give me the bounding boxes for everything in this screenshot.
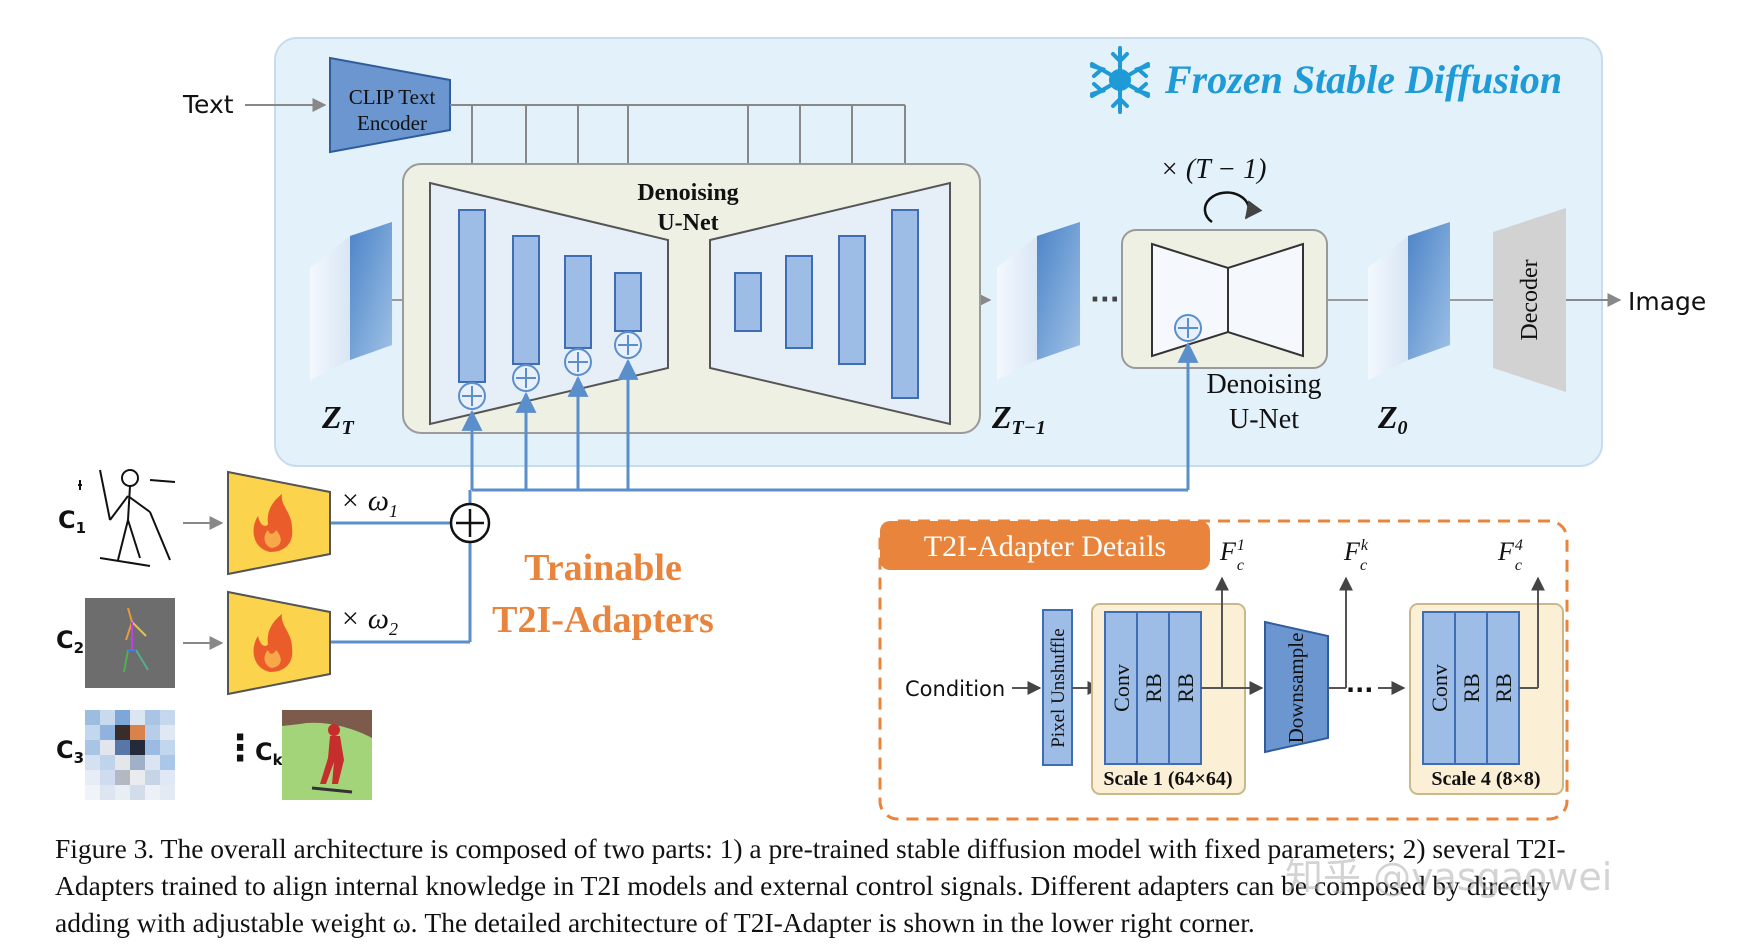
unet-repeat-adder: [1174, 314, 1202, 342]
loop-arrow-icon: [1203, 191, 1263, 224]
frozen-sd-title: Frozen Stable Diffusion: [1164, 57, 1562, 102]
conditions-vertical-dots: ⋮: [222, 728, 258, 769]
watermark-text: 知乎 @vasgaowei: [1285, 855, 1613, 899]
figure-caption: Figure 3. The overall architecture is co…: [55, 830, 1715, 941]
zt-label: ZT: [321, 399, 355, 439]
decoder-label: Decoder: [1517, 259, 1543, 340]
adapter-feature-paths: [330, 341, 1199, 644]
caption-line-1: Figure 3. The overall architecture is co…: [55, 833, 1566, 864]
image-output-label: Image: [1628, 287, 1706, 316]
snowflake-icon: [1090, 46, 1150, 114]
scale1-rb-block-2: [1168, 611, 1202, 765]
weight-w2: × ω2: [340, 602, 398, 639]
unet-adders: [458, 331, 642, 410]
scale4-conv-label: Conv: [1427, 664, 1452, 712]
trainable-title-line2: T2I-Adapters: [492, 599, 714, 641]
fire-icon: [253, 614, 293, 672]
sd-ellipsis: ···: [1090, 285, 1120, 315]
latent-z0: [1368, 222, 1450, 380]
scale4-rb-label-1: RB: [1459, 673, 1484, 702]
z0-label: Z0: [1377, 399, 1408, 439]
unet-title-line1: Denoising: [637, 180, 738, 206]
clip-label-line2: Encoder: [357, 111, 427, 135]
unet2-label-line2: U-Net: [1229, 404, 1299, 435]
adapter-sum-node: [449, 502, 491, 544]
unet-encoder-blocks: [458, 209, 642, 383]
unet-encoder: [429, 181, 669, 426]
scale4-rb-block-1: [1454, 611, 1488, 765]
downsample-block: [1264, 620, 1329, 754]
condition-c1-label: C1: [58, 506, 86, 537]
condition-c3-label: C3: [56, 736, 84, 767]
unet-title-line2: U-Net: [657, 210, 718, 236]
zt-minus-1-label: ZT−1: [991, 399, 1046, 439]
fire-icon: [253, 494, 293, 552]
condition-input-label: Condition: [905, 677, 1005, 701]
trainable-title-line1: Trainable: [524, 547, 682, 589]
repeat-label: × (T − 1): [1160, 154, 1267, 185]
architecture-diagram: Frozen Stable Diffusion Text CLIP Text E…: [56, 37, 1706, 821]
scale1-conv-label: Conv: [1109, 664, 1134, 712]
details-ellipsis: ···: [1346, 676, 1373, 704]
pose-condition-image: [85, 598, 175, 688]
unet2-label-line1: Denoising: [1206, 369, 1321, 400]
decoder-block: [1493, 208, 1566, 392]
caption-line-3: adding with adjustable weight ω. The det…: [55, 907, 1255, 938]
pixel-unshuffle-block: [1042, 609, 1073, 766]
pixel-unshuffle-label: Pixel Unshuffle: [1048, 628, 1069, 747]
scale1-rb-label-2: RB: [1173, 673, 1198, 702]
unet-decoder-blocks: [734, 209, 919, 399]
color-condition-image: [85, 710, 175, 800]
caption-line-2: Adapters trained to align internal knowl…: [55, 870, 1551, 901]
downsample-label: Downsample: [1284, 633, 1308, 744]
segmentation-condition-image: [282, 710, 372, 800]
clip-label-line1: CLIP Text: [349, 85, 436, 109]
details-title: T2I-Adapter Details: [924, 530, 1166, 563]
scale4-rb-label-2: RB: [1491, 673, 1516, 702]
weight-w1: × ω1: [340, 484, 398, 521]
clip-text-encoder: [329, 56, 451, 154]
scale1-conv-block: [1104, 611, 1138, 765]
scale1-label: Scale 1 (64×64): [1103, 768, 1232, 790]
latent-zt-minus-1: [997, 222, 1080, 380]
latent-zt: [310, 222, 392, 380]
text-input-label: Text: [182, 90, 234, 119]
scale4-conv-block: [1422, 611, 1456, 765]
scale4-label: Scale 4 (8×8): [1431, 768, 1540, 790]
sketch-condition-image: [78, 458, 176, 568]
scale1-rb-label-1: RB: [1141, 673, 1166, 702]
unet-decoder: [709, 181, 951, 426]
condition-ck-label: Ck: [255, 738, 284, 769]
details-title-bar: [880, 521, 1210, 570]
condition-c2-label: C2: [56, 626, 84, 657]
